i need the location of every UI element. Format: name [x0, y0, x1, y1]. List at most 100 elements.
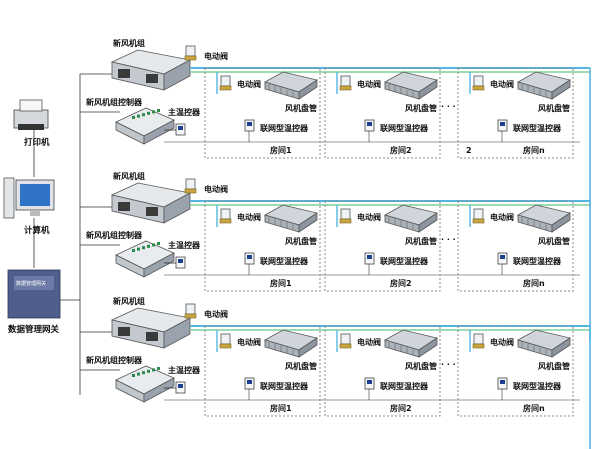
- room-boundary: [324, 200, 441, 292]
- printer-paper: [19, 99, 43, 112]
- room-boundary: [324, 67, 441, 159]
- ctrl-terminal: [147, 369, 150, 373]
- printer-tray: [18, 124, 44, 130]
- fresh-air-unit-label: 新风机组: [113, 297, 145, 306]
- valve-body: [219, 218, 232, 224]
- ahu-duct-right: [146, 332, 158, 341]
- ctrl-terminal: [142, 371, 145, 375]
- data-gateway-icon: [7, 269, 61, 319]
- fresh-air-unit-icon: [110, 307, 192, 349]
- networked-thermostat-label: 联网型温控器: [260, 257, 308, 266]
- valve-actuator: [340, 75, 351, 87]
- fan-coil-icon: [516, 329, 571, 358]
- valve-body: [339, 343, 352, 349]
- valve-actuator: [220, 75, 231, 87]
- room-valve-label: 电动阀: [237, 338, 261, 347]
- main-valve-icon: [184, 303, 197, 319]
- room-valve-label: 电动阀: [490, 338, 514, 347]
- room-label: 房间n: [523, 279, 545, 288]
- computer-label: 计算机: [24, 226, 50, 236]
- networked-thermostat-label: 联网型温控器: [513, 257, 561, 266]
- master-thermostat-label: 主温控器: [168, 241, 200, 250]
- master-thermostat-icon: [175, 381, 186, 394]
- unit-controller-icon: [115, 240, 175, 278]
- fan-coil-label: 风机盘管: [285, 362, 317, 371]
- valve-actuator: [185, 178, 196, 190]
- ahu-duct-left: [118, 202, 130, 211]
- ctrl-terminal: [137, 247, 140, 251]
- ahu-duct-left: [118, 327, 130, 336]
- ahu-duct-left: [118, 69, 130, 78]
- fan-coil-icon: [383, 204, 438, 233]
- fresh-air-unit-label: 新风机组: [113, 172, 145, 181]
- ctrl-front: [143, 119, 175, 145]
- valve-actuator: [185, 303, 196, 315]
- fresh-air-unit-icon: [110, 182, 192, 224]
- fan-coil-icon: [383, 329, 438, 358]
- networked-thermostat-label: 联网型温控器: [513, 382, 561, 391]
- valve-body: [219, 343, 232, 349]
- fan-coil-label: 风机盘管: [285, 237, 317, 246]
- networked-thermostat-icon: [497, 252, 508, 265]
- networked-thermostat-label: 联网型温控器: [380, 124, 428, 133]
- room-valve-label: 电动阀: [490, 213, 514, 222]
- coil-front: [298, 79, 318, 100]
- ctrl-terminal: [147, 244, 150, 248]
- ctrl-terminal: [152, 243, 155, 247]
- room-extra-number: 2: [466, 146, 472, 155]
- ctrl-terminal: [147, 111, 150, 115]
- room-valve-label: 电动阀: [357, 80, 381, 89]
- room-boundary: [457, 200, 574, 292]
- room-boundary: [204, 325, 321, 417]
- thermostat-screen: [247, 122, 252, 126]
- printer-icon: [13, 99, 49, 130]
- ctrl-terminal: [142, 246, 145, 250]
- networked-thermostat-icon: [364, 119, 375, 132]
- fan-coil-label: 风机盘管: [405, 237, 437, 246]
- room-label: 房间2: [390, 404, 412, 413]
- room-label: 房间n: [523, 146, 545, 155]
- networked-thermostat-icon: [497, 119, 508, 132]
- unit-controller-label: 新风机组控制器: [86, 356, 142, 365]
- valve-actuator: [185, 45, 196, 57]
- coil-front: [298, 212, 318, 233]
- coil-front: [418, 212, 438, 233]
- coil-front: [298, 337, 318, 358]
- room-valve-icon: [339, 333, 352, 349]
- ctrl-terminal: [132, 249, 135, 252]
- room-valve-icon: [472, 75, 485, 91]
- valve-body: [339, 85, 352, 91]
- fresh-air-unit-icon: [110, 49, 192, 91]
- room-ellipsis: · · ·: [441, 235, 456, 244]
- ctrl-terminal: [137, 372, 140, 376]
- fan-coil-icon: [263, 204, 318, 233]
- room-label: 房间n: [523, 404, 545, 413]
- networked-thermostat-icon: [364, 377, 375, 390]
- ahu-front: [163, 59, 191, 91]
- room-label: 房间1: [270, 146, 292, 155]
- monitor-stand: [30, 210, 40, 216]
- ahu-front: [163, 192, 191, 224]
- computer-icon: [3, 177, 55, 219]
- networked-thermostat-label: 联网型温控器: [380, 257, 428, 266]
- room-ellipsis: · · ·: [441, 102, 456, 111]
- main-valve-icon: [184, 45, 197, 61]
- room-boundary: [204, 200, 321, 292]
- room-valve-label: 电动阀: [237, 213, 261, 222]
- thermostat-screen: [247, 255, 252, 259]
- fan-coil-label: 风机盘管: [405, 362, 437, 371]
- master-thermostat-icon: [175, 256, 186, 269]
- networked-thermostat-label: 联网型温控器: [260, 382, 308, 391]
- fan-coil-label: 风机盘管: [285, 104, 317, 113]
- valve-body: [472, 343, 485, 349]
- coil-front: [551, 212, 571, 233]
- monitor-screen: [20, 184, 50, 206]
- main-valve-label: 电动阀: [204, 52, 228, 61]
- room-label: 房间2: [390, 279, 412, 288]
- room-label: 房间2: [390, 146, 412, 155]
- ctrl-terminal: [152, 110, 155, 114]
- ahu-front: [163, 317, 191, 349]
- thermostat-screen: [500, 122, 505, 126]
- thermostat-screen: [367, 122, 372, 126]
